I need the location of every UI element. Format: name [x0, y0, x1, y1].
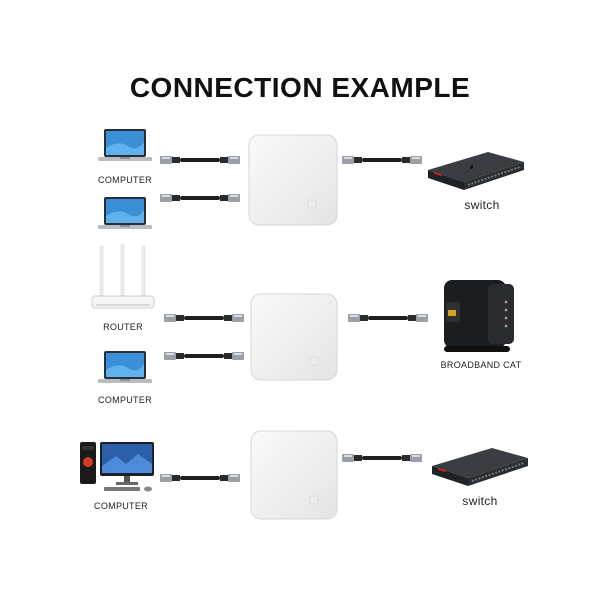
adapter-box-icon [248, 134, 338, 226]
network-switch-icon [432, 444, 528, 488]
ethernet-cable-icon [348, 311, 428, 325]
laptop-icon [98, 196, 152, 232]
laptop-icon [98, 350, 152, 386]
desktop-pc-icon [80, 440, 156, 494]
ethernet-cable-icon [164, 311, 244, 325]
computer-label-3: COMPUTER [94, 501, 148, 511]
ethernet-cable-icon [164, 349, 244, 363]
network-switch-icon [428, 148, 524, 192]
ethernet-cable-icon [160, 471, 240, 485]
adapter-box-icon [250, 293, 338, 381]
laptop-icon [98, 128, 152, 164]
ethernet-cable-icon [160, 153, 240, 167]
router-label: ROUTER [103, 322, 143, 332]
ethernet-cable-icon [342, 153, 422, 167]
ethernet-cable-icon [342, 451, 422, 465]
switch-label-2: switch [462, 494, 498, 508]
page-title: CONNECTION EXAMPLE [129, 72, 471, 103]
computer-label-1: COMPUTER [98, 175, 152, 185]
computer-label-2: COMPUTER [98, 395, 152, 405]
ethernet-cable-icon [160, 191, 240, 205]
router-icon [90, 244, 156, 316]
adapter-box-icon [250, 430, 338, 520]
switch-label-1: switch [464, 198, 500, 212]
broadband-cat-label: BROADBAND CAT [440, 360, 522, 370]
broadband-modem-icon [440, 278, 520, 356]
